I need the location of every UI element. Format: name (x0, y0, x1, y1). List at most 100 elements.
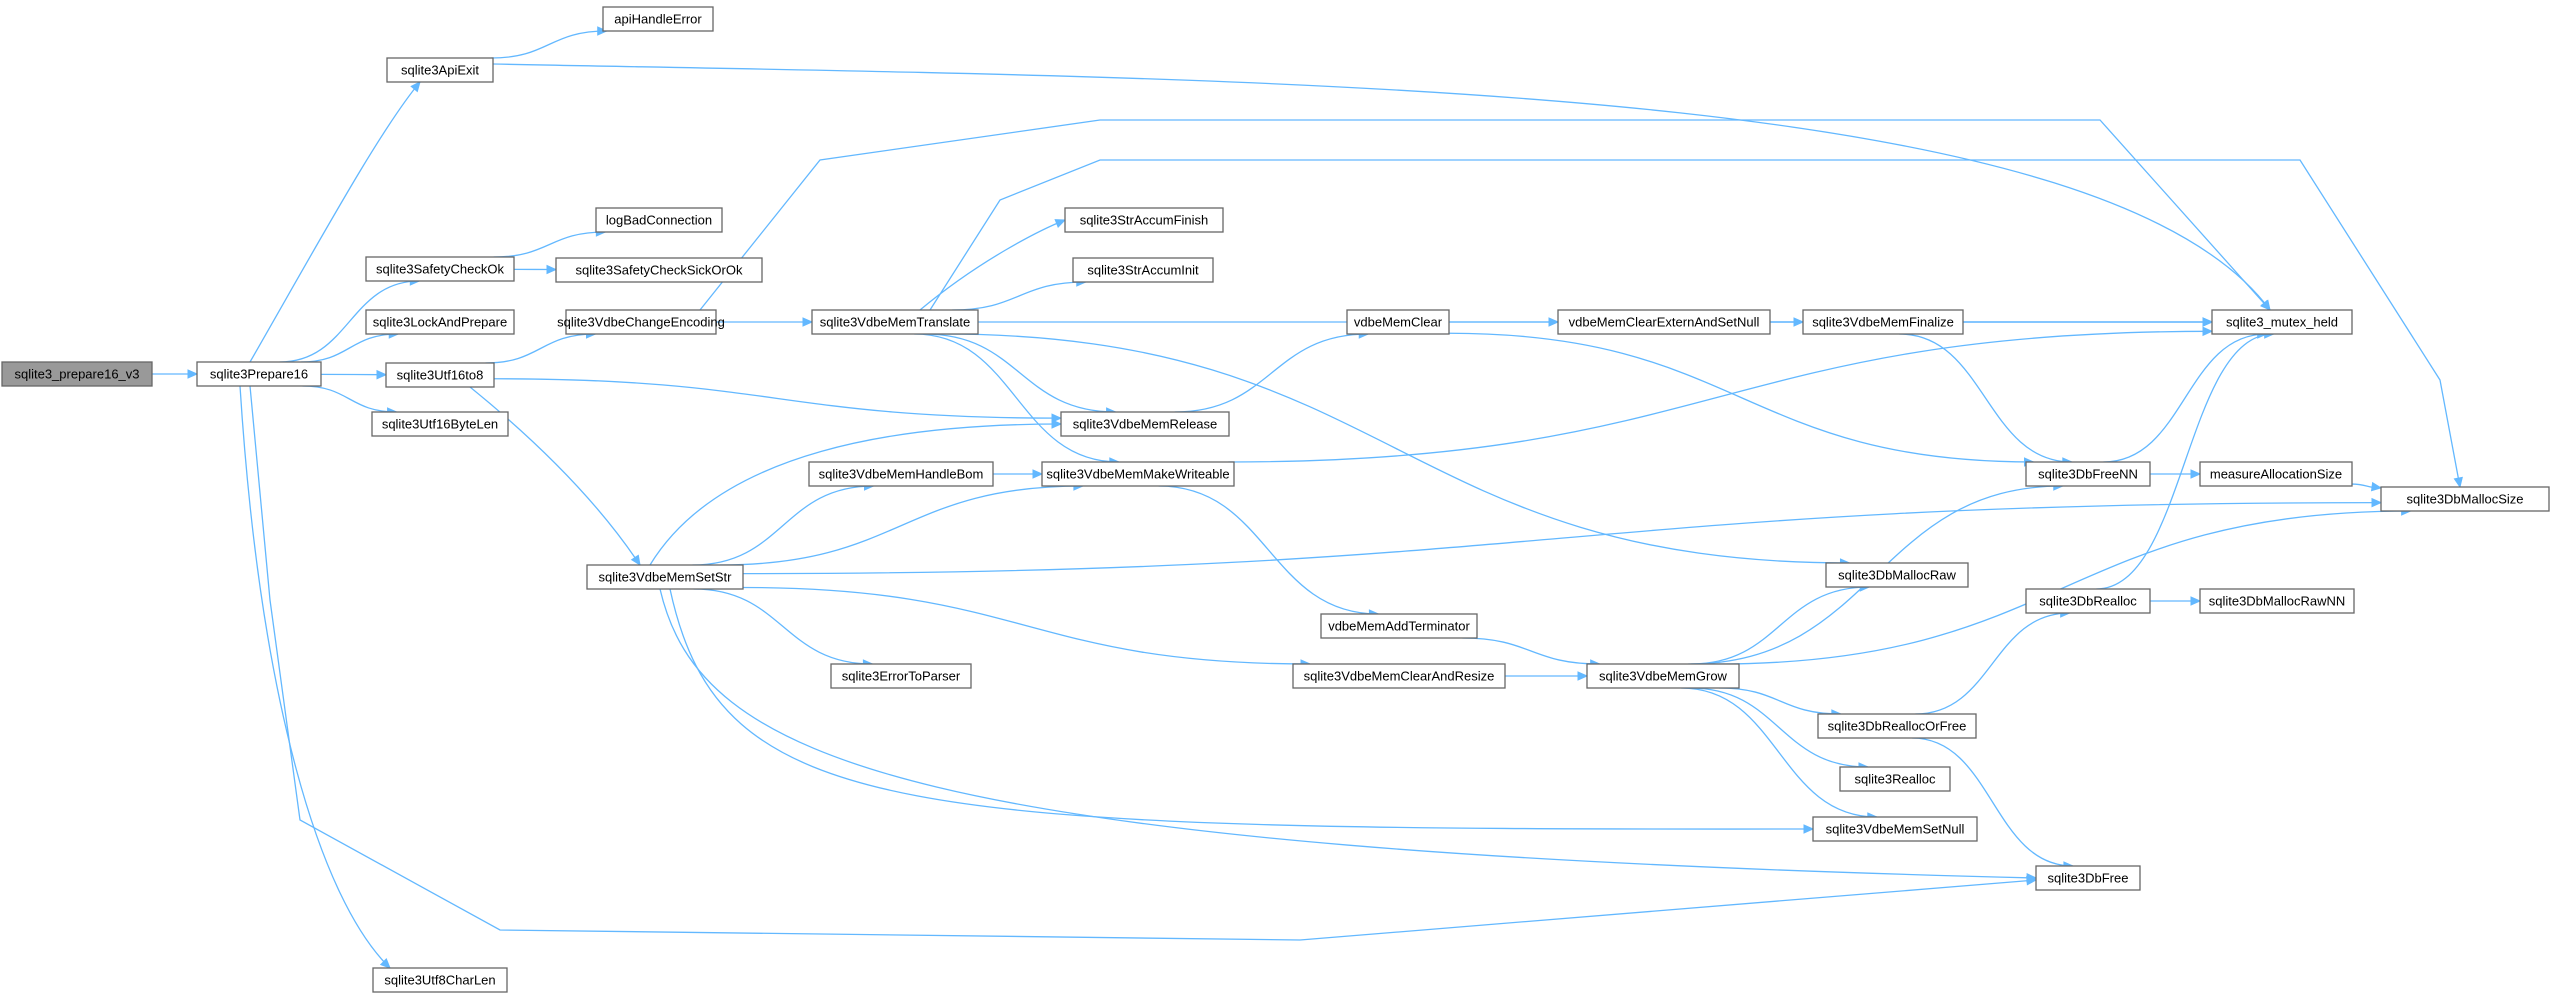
edge-sqlite3VdbeChangeEncoding-to-sqlite3_mutex_held (699, 119, 2271, 311)
node-sqlite3DbMallocSize[interactable]: sqlite3DbMallocSize (2380, 486, 2550, 512)
node-box[interactable] (2380, 486, 2550, 512)
node-box[interactable] (602, 6, 714, 32)
edge-sqlite3VdbeMemMakeWriteable-to-sqlite3_mutex_held (1228, 330, 2213, 463)
node-box[interactable] (555, 257, 763, 283)
edge-sqlite3DbReallocOrFree-to-sqlite3DbRealloc (1915, 612, 2070, 715)
node-sqlite3ErrorToParser[interactable]: sqlite3ErrorToParser (830, 663, 972, 689)
edge-arrowhead (546, 264, 558, 275)
node-sqlite3_mutex_held[interactable]: sqlite3_mutex_held (2211, 309, 2353, 335)
node-label: sqlite3VdbeMemSetStr (599, 570, 733, 585)
node-label: sqlite3Utf16to8 (397, 368, 484, 383)
node-apiHandleError[interactable]: apiHandleError (602, 6, 714, 32)
node-box[interactable] (2211, 309, 2353, 335)
edge-sqlite3ApiExit-to-sqlite3_mutex_held (492, 63, 2271, 311)
node-vdbeMemAddTerminator[interactable]: vdbeMemAddTerminator (1320, 613, 1478, 639)
node-box[interactable] (2199, 588, 2355, 614)
node-sqlite3Utf8CharLen[interactable]: sqlite3Utf8CharLen (372, 967, 508, 993)
node-box[interactable] (1041, 461, 1235, 487)
node-box[interactable] (1292, 663, 1506, 689)
edge-vdbeMemClear-to-sqlite3DbFreeNN (1448, 332, 2034, 463)
node-sqlite3ApiExit[interactable]: sqlite3ApiExit (386, 57, 494, 83)
node-sqlite3LockAndPrepare[interactable]: sqlite3LockAndPrepare (365, 309, 515, 335)
node-box[interactable] (808, 461, 994, 487)
edge-arrowhead (1051, 413, 1063, 423)
node-box[interactable] (1346, 309, 1450, 335)
node-sqlite3DbReallocOrFree[interactable]: sqlite3DbReallocOrFree (1817, 713, 1977, 739)
node-label: sqlite3DbFreeNN (2038, 467, 2138, 482)
node-sqlite3VdbeMemSetStr[interactable]: sqlite3VdbeMemSetStr (586, 564, 744, 590)
edge-arrowhead (2453, 476, 2463, 489)
node-box[interactable] (565, 309, 717, 335)
edge-sqlite3VdbeMemFinalize-to-sqlite3DbFreeNN (1899, 333, 2072, 463)
node-box[interactable] (386, 57, 494, 83)
node-box[interactable] (365, 256, 515, 282)
edges-layer (151, 26, 2463, 969)
node-sqlite3VdbeMemFinalize[interactable]: sqlite3VdbeMemFinalize (1802, 309, 1964, 335)
node-box[interactable] (196, 361, 322, 387)
node-box[interactable] (830, 663, 972, 689)
node-box[interactable] (2025, 588, 2151, 614)
node-logBadConnection[interactable]: logBadConnection (595, 207, 723, 233)
node-box[interactable] (2025, 461, 2151, 487)
node-sqlite3_prepare16_v3[interactable]: sqlite3_prepare16_v3 (1, 361, 153, 387)
node-sqlite3VdbeMemClearAndResize[interactable]: sqlite3VdbeMemClearAndResize (1292, 663, 1506, 689)
node-box[interactable] (1, 361, 153, 387)
node-box[interactable] (811, 309, 979, 335)
edge-sqlite3Prepare16-to-sqlite3Utf8CharLen (239, 385, 391, 969)
node-sqlite3DbFree[interactable]: sqlite3DbFree (2035, 865, 2141, 891)
node-sqlite3StrAccumInit[interactable]: sqlite3StrAccumInit (1072, 257, 1214, 283)
node-box[interactable] (1812, 816, 1978, 842)
edge-arrowhead (630, 554, 641, 567)
node-box[interactable] (2035, 865, 2141, 891)
node-sqlite3DbMallocRaw[interactable]: sqlite3DbMallocRaw (1825, 562, 1969, 588)
node-sqlite3Utf16ByteLen[interactable]: sqlite3Utf16ByteLen (371, 411, 509, 437)
node-label: sqlite3ApiExit (401, 63, 479, 78)
node-label: sqlite3DbReallocOrFree (1828, 719, 1967, 734)
node-sqlite3Prepare16[interactable]: sqlite3Prepare16 (196, 361, 322, 387)
node-vdbeMemClear[interactable]: vdbeMemClear (1346, 309, 1450, 335)
node-sqlite3Utf16to8[interactable]: sqlite3Utf16to8 (385, 362, 495, 388)
node-sqlite3VdbeMemMakeWriteable[interactable]: sqlite3VdbeMemMakeWriteable (1041, 461, 1235, 487)
node-box[interactable] (586, 564, 744, 590)
node-box[interactable] (595, 207, 723, 233)
node-vdbeMemClearExternAndSetNull[interactable]: vdbeMemClearExternAndSetNull (1557, 309, 1771, 335)
edge-sqlite3VdbeMemTranslate-to-sqlite3StrAccumInit (952, 281, 1086, 311)
node-box[interactable] (1320, 613, 1478, 639)
edge-arrowhead (597, 26, 608, 36)
node-sqlite3DbFreeNN[interactable]: sqlite3DbFreeNN (2025, 461, 2151, 487)
node-measureAllocationSize[interactable]: measureAllocationSize (2199, 461, 2353, 487)
node-box[interactable] (2199, 461, 2353, 487)
edge-sqlite3VdbeMemTranslate-to-sqlite3DbMallocSize (929, 159, 2461, 488)
edge-arrowhead (2202, 326, 2214, 337)
node-box[interactable] (1839, 766, 1951, 792)
node-sqlite3SafetyCheckSickOrOk[interactable]: sqlite3SafetyCheckSickOrOk (555, 257, 763, 283)
node-box[interactable] (1072, 257, 1214, 283)
node-box[interactable] (1064, 207, 1224, 233)
node-box[interactable] (1802, 309, 1964, 335)
node-sqlite3DbRealloc[interactable]: sqlite3DbRealloc (2025, 588, 2151, 614)
node-sqlite3VdbeChangeEncoding[interactable]: sqlite3VdbeChangeEncoding (557, 309, 725, 335)
edge-arrowhead (1803, 824, 1815, 834)
node-box[interactable] (1557, 309, 1771, 335)
node-sqlite3SafetyCheckOk[interactable]: sqlite3SafetyCheckOk (365, 256, 515, 282)
edge-sqlite3VdbeMemSetStr-to-sqlite3DbMallocSize (742, 501, 2382, 575)
node-sqlite3VdbeMemRelease[interactable]: sqlite3VdbeMemRelease (1060, 411, 1230, 437)
node-label: sqlite3VdbeMemSetNull (1826, 822, 1965, 837)
node-sqlite3VdbeMemSetNull[interactable]: sqlite3VdbeMemSetNull (1812, 816, 1978, 842)
node-box[interactable] (371, 411, 509, 437)
node-sqlite3VdbeMemTranslate[interactable]: sqlite3VdbeMemTranslate (811, 309, 979, 335)
node-sqlite3StrAccumFinish[interactable]: sqlite3StrAccumFinish (1064, 207, 1224, 233)
node-box[interactable] (1060, 411, 1230, 437)
node-box[interactable] (372, 967, 508, 993)
node-box[interactable] (365, 309, 515, 335)
node-box[interactable] (1825, 562, 1969, 588)
node-sqlite3VdbeMemGrow[interactable]: sqlite3VdbeMemGrow (1586, 663, 1740, 689)
node-sqlite3Realloc[interactable]: sqlite3Realloc (1839, 766, 1951, 792)
node-sqlite3DbMallocRawNN[interactable]: sqlite3DbMallocRawNN (2199, 588, 2355, 614)
node-label: sqlite3VdbeMemClearAndResize (1304, 669, 1495, 684)
node-box[interactable] (1817, 713, 1977, 739)
node-box[interactable] (385, 362, 495, 388)
node-sqlite3VdbeMemHandleBom[interactable]: sqlite3VdbeMemHandleBom (808, 461, 994, 487)
node-box[interactable] (1586, 663, 1740, 689)
edge-vdbeMemAddTerminator-to-sqlite3VdbeMemGrow (1462, 637, 1600, 665)
